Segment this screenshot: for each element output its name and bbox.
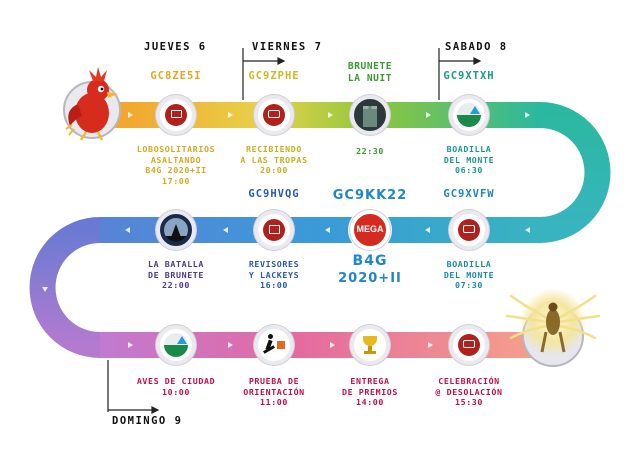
trophy-icon: [358, 333, 382, 357]
mega-icon: MEGA: [354, 224, 386, 234]
day-label-sunday: DOMINGO 9: [112, 415, 182, 427]
event-node[interactable]: [350, 95, 390, 135]
event-label: BOADILLA DEL MONTE 07:30: [444, 259, 494, 291]
event-code: BRUNETE LA NUIT: [348, 61, 392, 85]
mega-event-code: GC9KK22: [333, 188, 408, 203]
event-label: ENTREGA DE PREMIOS 14:00: [342, 376, 398, 408]
event-node[interactable]: [156, 210, 196, 250]
wherigo-icon: [457, 103, 481, 127]
chat-bubble-icon: [458, 219, 480, 241]
event-node[interactable]: [254, 325, 294, 365]
event-node[interactable]: [156, 325, 196, 365]
event-label: LOBOSOLITARIOS ASALTANDO B4G 2020+II 17:…: [137, 144, 215, 186]
mega-subtitle: 2020+II: [338, 271, 402, 286]
event-node[interactable]: [350, 325, 390, 365]
event-label: PRUEBA DE ORIENTACIÓN 11:00: [243, 376, 305, 408]
day-label-saturday: SABADO 8: [445, 41, 508, 53]
event-node[interactable]: [156, 95, 196, 135]
event-code: GC8ZE5I: [150, 70, 201, 82]
event-label: AVES DE CIUDAD 10:00: [137, 376, 215, 397]
day-label-friday: VIERNES 7: [252, 41, 322, 53]
event-node[interactable]: [449, 95, 489, 135]
event-node[interactable]: [254, 210, 294, 250]
event-label: REVISORES Y LACKEYS 16:00: [249, 259, 299, 291]
mega-title: B4G: [353, 253, 388, 269]
event-label: LA BATALLA DE BRUNETE 22:00: [148, 259, 204, 291]
event-node[interactable]: [254, 95, 294, 135]
event-label: CELEBRACIÓN @ DESOLACIÓN 15:30: [435, 376, 502, 408]
mega-event-node[interactable]: MEGA: [350, 210, 390, 250]
event-code: GC9XVFW: [443, 188, 494, 200]
chat-bubble-icon: [263, 219, 285, 241]
chat-bubble-icon: [165, 104, 187, 126]
event-label: BOADILLA DEL MONTE 06:30: [444, 144, 494, 176]
event-code: GC9ZPHE: [248, 70, 299, 82]
start-mascot-bird-icon: [64, 67, 120, 140]
event-code: GC9XTXH: [443, 70, 494, 82]
day-label-thursday: JUEVES 6: [144, 41, 207, 53]
event-label: 22:30: [356, 146, 384, 157]
chat-bubble-icon: [263, 104, 285, 126]
event-code: GC9HVQG: [248, 188, 299, 200]
runner-icon: [262, 333, 286, 357]
event-node[interactable]: [449, 325, 489, 365]
chat-bubble-icon: [458, 334, 480, 356]
event-label: RECIBIENDO A LAS TROPAS 20:00: [240, 144, 307, 176]
wolf-icon: [164, 218, 188, 242]
castle-icon: [363, 106, 377, 127]
wherigo-icon: [164, 333, 188, 357]
event-node[interactable]: [449, 210, 489, 250]
